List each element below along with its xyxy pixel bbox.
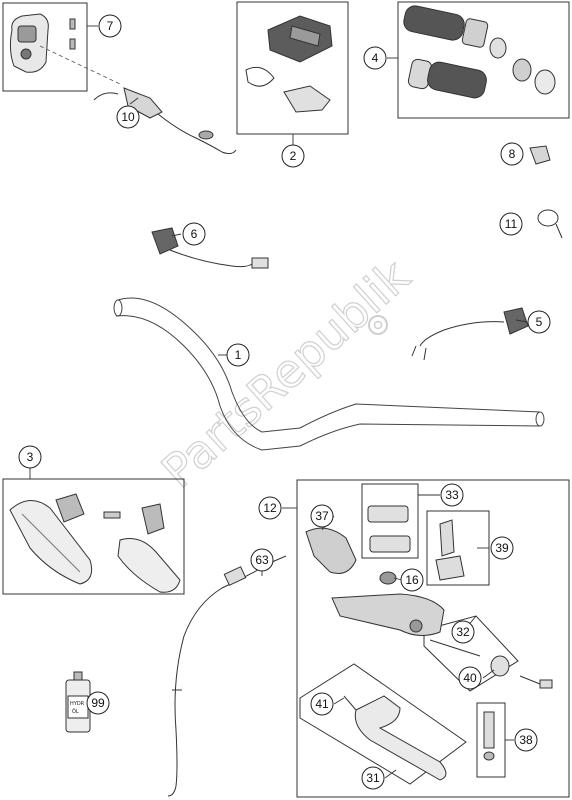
callout-circle	[86, 691, 110, 715]
callout-32: 32	[451, 620, 475, 644]
callout-39: 39	[490, 536, 514, 560]
dashed-guide	[39, 45, 121, 85]
callout-label: 38	[519, 733, 533, 747]
clip-part	[529, 145, 551, 165]
callout-11: 11	[499, 212, 523, 236]
callout-38: 38	[514, 728, 538, 752]
callout-12: 12	[258, 496, 282, 520]
callout-circle	[310, 504, 334, 528]
callout-circle	[490, 536, 514, 560]
callout-circle	[361, 766, 385, 790]
callout-circle	[310, 692, 334, 716]
grips-part	[403, 5, 556, 99]
callout-circle	[500, 142, 524, 166]
callout-label: 12	[263, 501, 277, 515]
frame-group-12	[296, 479, 570, 798]
callout-label: 4	[372, 51, 379, 65]
switch-cable-part	[93, 87, 237, 155]
callout-label: 63	[255, 553, 269, 567]
kill-switch-part	[151, 227, 269, 269]
callout-1: 1	[226, 343, 250, 367]
callout-37: 37	[310, 504, 334, 528]
cable-tie-part	[537, 209, 563, 239]
callout-3: 3	[18, 445, 42, 469]
callout-31: 31	[361, 766, 385, 790]
callout-41: 41	[310, 692, 334, 716]
callout-label: 39	[495, 541, 509, 555]
watermark-text: PartsRepublik	[151, 249, 420, 499]
callout-label: 99	[91, 696, 105, 710]
handlebar-part	[113, 297, 545, 451]
callout-4: 4	[363, 46, 387, 70]
callout-2: 2	[281, 144, 305, 168]
callout-5: 5	[527, 310, 551, 334]
callout-label: 37	[315, 509, 329, 523]
callout-label: 40	[463, 671, 477, 685]
callout-label: 1	[235, 348, 242, 362]
frame-group-2	[236, 1, 349, 135]
callout-circle	[226, 343, 250, 367]
callout-circle	[281, 144, 305, 168]
callout-label: 31	[366, 771, 380, 785]
callout-circle	[400, 568, 424, 592]
frame-group-7	[2, 2, 88, 92]
callout-16: 16	[400, 568, 424, 592]
hydraulic-oil-bottle-part: HYDR ÖL	[65, 671, 91, 733]
callout-label: 3	[27, 450, 34, 464]
frame-group-3	[2, 478, 185, 595]
callout-circle	[258, 496, 282, 520]
callout-6: 6	[182, 222, 206, 246]
handguards-part	[9, 493, 181, 593]
callout-7: 7	[98, 14, 122, 38]
switch-unit-part	[245, 15, 333, 113]
frame-group-33	[361, 483, 419, 559]
callout-8: 8	[500, 142, 524, 166]
callout-circle	[440, 483, 464, 507]
callout-label: 7	[107, 19, 114, 33]
start-switch-part	[411, 307, 529, 361]
master-cylinder-parts	[305, 505, 553, 781]
switch-housing-part	[9, 13, 76, 73]
callout-label: 2	[290, 149, 297, 163]
bottle-label-line1: HYDR	[70, 701, 85, 707]
callout-label: 10	[121, 110, 135, 124]
gear-watermark-icon	[368, 315, 388, 335]
frame-group-4	[397, 1, 570, 119]
callout-10: 10	[116, 105, 140, 129]
callout-circle	[451, 620, 475, 644]
callout-label: 41	[315, 697, 329, 711]
callout-99: 99	[86, 691, 110, 715]
frame-group-32-40	[423, 615, 519, 692]
callout-circle	[18, 445, 42, 469]
callout-circle	[514, 728, 538, 752]
callout-circle	[182, 222, 206, 246]
callout-circle	[250, 548, 274, 572]
callout-label: 6	[191, 227, 198, 241]
callout-circle	[116, 105, 140, 129]
callout-circle	[527, 310, 551, 334]
callout-label: 8	[509, 147, 516, 161]
callout-circle	[98, 14, 122, 38]
watermark: PartsRepublik	[151, 248, 421, 499]
callout-circle	[499, 212, 523, 236]
callout-label: 32	[456, 625, 470, 639]
callout-circle	[363, 46, 387, 70]
callout-33: 33	[440, 483, 464, 507]
callout-40: 40	[458, 666, 482, 690]
callout-label: 11	[505, 217, 518, 231]
callout-circle	[458, 666, 482, 690]
bottle-label-line2: ÖL	[72, 708, 79, 715]
callout-label: 33	[445, 488, 459, 502]
callout-label: 16	[405, 573, 419, 587]
callout-label: 5	[536, 315, 543, 329]
clutch-cable-part	[167, 555, 287, 797]
callout-63: 63	[250, 548, 274, 572]
